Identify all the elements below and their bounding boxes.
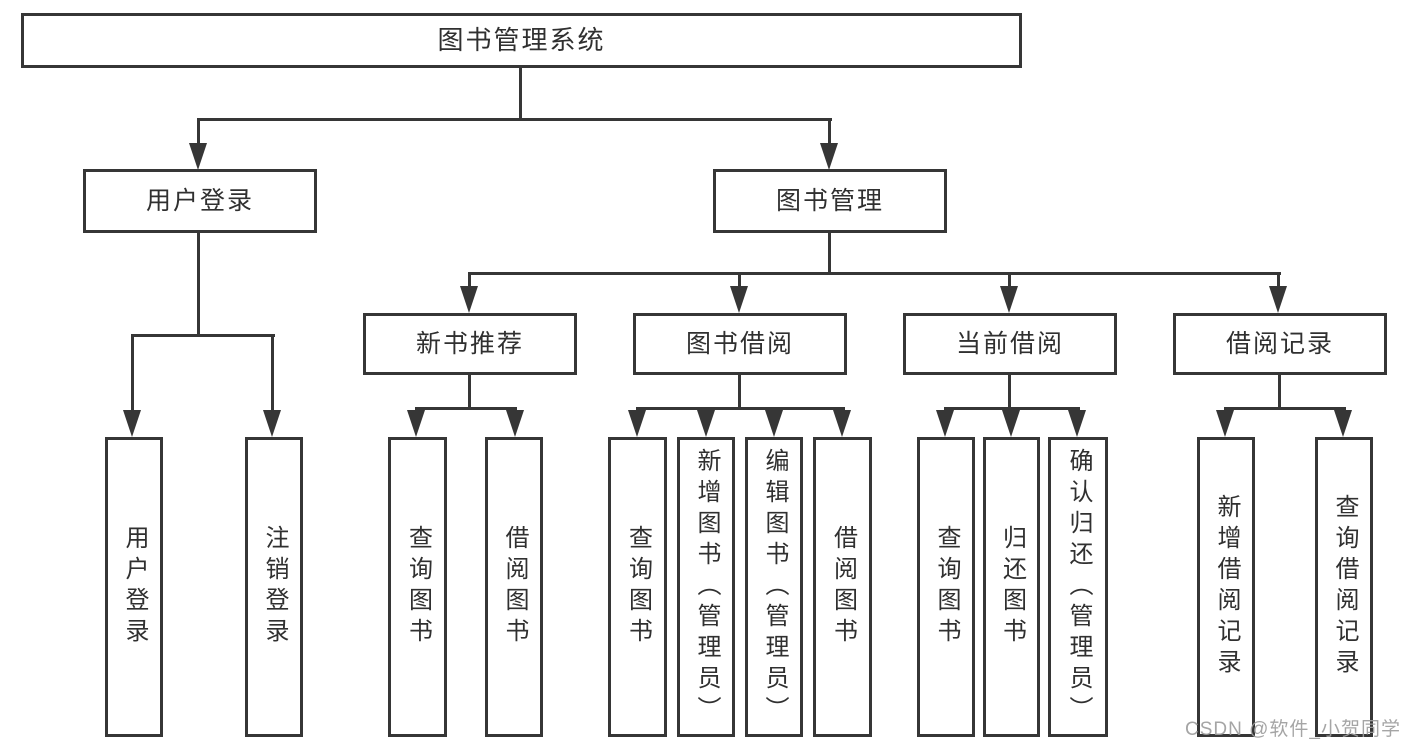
arrow-down-icon	[1334, 410, 1352, 437]
arrow-down-icon	[628, 410, 646, 437]
arrow-down-icon	[506, 410, 524, 437]
connector-line	[197, 118, 832, 121]
connector-line	[1008, 375, 1011, 407]
connector-line	[519, 68, 522, 118]
node-new-book-recommendation: 新书推荐	[363, 313, 577, 375]
arrow-down-icon	[1068, 410, 1086, 437]
connector-line	[828, 233, 831, 272]
leaf-logout: 注销登录	[245, 437, 303, 737]
connector-line	[271, 334, 274, 412]
node-label: 用户登录	[121, 525, 148, 649]
leaf-add-book-admin: 新增图书（管理员）	[677, 437, 735, 737]
leaf-query-books-current: 查询图书	[917, 437, 975, 737]
node-label: 新书推荐	[415, 329, 524, 358]
connector-line	[131, 334, 134, 412]
node-label: 查询图书	[404, 525, 432, 649]
leaf-edit-book-admin: 编辑图书（管理员）	[745, 437, 803, 737]
connector-line	[468, 375, 471, 407]
node-label: 借阅记录	[1225, 329, 1334, 358]
node-book-management: 图书管理	[713, 169, 947, 233]
connector-line	[197, 118, 200, 146]
leaf-borrow-books-borrowing: 借阅图书	[813, 437, 872, 737]
node-label: 查询图书	[624, 525, 652, 649]
arrow-down-icon	[407, 410, 425, 437]
node-current-borrowing: 当前借阅	[903, 313, 1117, 375]
arrow-down-icon	[1000, 286, 1018, 313]
watermark-text: CSDN @软件_小贺同学	[1185, 719, 1401, 740]
connector-line	[1008, 272, 1011, 288]
node-user-login: 用户登录	[83, 169, 317, 233]
arrow-down-icon	[263, 410, 281, 437]
leaf-query-borrow-record: 查询借阅记录	[1315, 437, 1373, 737]
leaf-return-book: 归还图书	[983, 437, 1040, 737]
arrow-down-icon	[833, 410, 851, 437]
arrow-down-icon	[1269, 286, 1287, 313]
arrow-down-icon	[1216, 410, 1234, 437]
node-label: 确认归还（管理员）	[1065, 447, 1092, 727]
node-library-management-system: 图书管理系统	[21, 13, 1022, 68]
node-label: 编辑图书（管理员）	[761, 447, 788, 727]
node-label: 归还图书	[998, 525, 1026, 649]
connector-line	[468, 272, 471, 288]
arrow-down-icon	[123, 410, 141, 437]
arrow-down-icon	[189, 143, 207, 170]
arrow-down-icon	[730, 286, 748, 313]
node-label: 当前借阅	[955, 329, 1064, 358]
node-label: 借阅图书	[829, 525, 857, 649]
arrow-down-icon	[1002, 410, 1020, 437]
leaf-confirm-return-admin: 确认归还（管理员）	[1048, 437, 1108, 737]
node-label: 注销登录	[261, 525, 288, 649]
connector-line	[415, 407, 517, 410]
connector-line	[738, 272, 741, 288]
node-label: 图书管理系统	[437, 24, 606, 55]
arrow-down-icon	[765, 410, 783, 437]
leaf-add-borrow-record: 新增借阅记录	[1197, 437, 1255, 737]
node-label: 新增图书（管理员）	[693, 447, 720, 727]
arrow-down-icon	[460, 286, 478, 313]
leaf-query-books-borrowing: 查询图书	[608, 437, 667, 737]
node-label: 图书借阅	[685, 329, 794, 358]
connector-line	[636, 407, 845, 410]
node-label: 新增借阅记录	[1213, 494, 1240, 680]
leaf-user-login: 用户登录	[105, 437, 163, 737]
node-label: 用户登录	[145, 186, 254, 215]
arrow-down-icon	[697, 410, 715, 437]
connector-line	[131, 334, 275, 337]
connector-line	[828, 118, 831, 146]
node-borrowing-records: 借阅记录	[1173, 313, 1387, 375]
node-label: 借阅图书	[501, 525, 528, 649]
arrow-down-icon	[820, 143, 838, 170]
connector-line	[1277, 272, 1280, 288]
connector-line	[197, 233, 200, 334]
leaf-borrow-books-recommend: 借阅图书	[485, 437, 543, 737]
node-book-borrowing: 图书借阅	[633, 313, 847, 375]
node-label: 查询图书	[933, 525, 960, 649]
node-label: 查询借阅记录	[1331, 494, 1358, 680]
connector-line	[1224, 407, 1346, 410]
connector-line	[738, 375, 741, 407]
connector-line	[1278, 375, 1281, 407]
connector-line	[944, 407, 1080, 410]
connector-line	[468, 272, 1281, 275]
node-label: 图书管理	[775, 186, 884, 215]
leaf-query-books-recommend: 查询图书	[388, 437, 447, 737]
arrow-down-icon	[936, 410, 954, 437]
